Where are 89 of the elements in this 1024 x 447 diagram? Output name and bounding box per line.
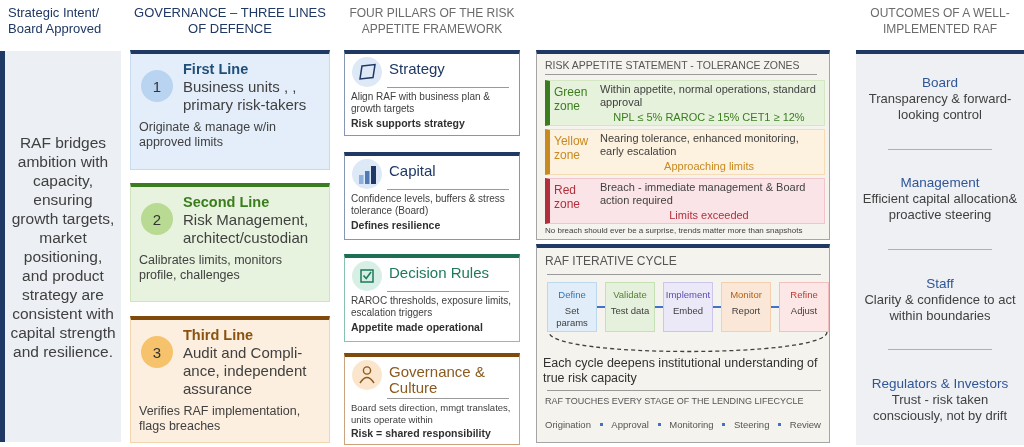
- step-title: Implement: [665, 289, 711, 301]
- zone-box: [545, 129, 825, 175]
- outcome-title: Regulators & Investors: [871, 376, 1009, 393]
- cycle-panel: [536, 244, 830, 443]
- outcome-text: Transparency & forward-looking control: [867, 90, 1013, 123]
- line-card: [130, 316, 330, 443]
- panel-title: RAF ITERATIVE CYCLE: [545, 254, 677, 268]
- card-subtitle: Business units , , primary risk-takers: [183, 78, 308, 114]
- stage-label: Approval: [611, 419, 649, 430]
- zone-name: Yellow zone: [554, 134, 590, 162]
- pillar-card: [344, 353, 520, 445]
- outcome-title: Management: [900, 175, 980, 192]
- footnote-text: No breach should ever be a surprise, trends matter more than snapshots: [545, 226, 803, 236]
- stage-label: Steering: [734, 419, 770, 430]
- step-box: [547, 282, 597, 332]
- statement-text: RAF bridges ambition with capacity, ensuring growth targets, market positioning, and product strategy are consistent with capital strength and resilience.: [10, 132, 116, 361]
- zone-text: Breach - immediate management & Board action required: [600, 181, 807, 206]
- step-text: Set params: [555, 305, 589, 328]
- statement-panel: [0, 51, 121, 442]
- stage-label: Review: [789, 419, 821, 430]
- pillar-tagline: Risk supports strategy: [351, 117, 465, 130]
- outcome-text: Clarity & confidence to act within boundaries: [863, 291, 1017, 324]
- card-title: Second Line: [183, 194, 270, 211]
- line-card: [130, 183, 330, 302]
- step-text: Report: [731, 305, 761, 317]
- column-heading: FOUR PILLARS OF THE RISK APPETITE FRAMEWORK: [348, 5, 516, 37]
- column-heading: Strategic Intent/ Board Approved: [8, 5, 103, 37]
- stage-label: Monitoring: [669, 419, 714, 430]
- line-card: [130, 50, 330, 170]
- connector-line: [770, 306, 780, 308]
- pillar-tagline: Defines resilience: [351, 219, 441, 232]
- number-badge: 2: [141, 203, 173, 235]
- step-text: Test data: [610, 305, 650, 317]
- pillar-tagline: Risk = shared responsibility: [351, 427, 491, 440]
- zone-name: Red zone: [554, 183, 582, 211]
- card-text: Calibrates limits, monitors profile, challenges: [139, 253, 284, 283]
- connector-line: [596, 306, 606, 308]
- step-box: [663, 282, 713, 332]
- pillar-title: Decision Rules: [389, 265, 490, 281]
- column-heading: GOVERNANCE – THREE LINES OF DEFENCE: [133, 5, 327, 37]
- pillar-text: Board sets direction, mmgt translates, units operate within: [351, 402, 512, 425]
- card-subtitle: Audit and Compli-ance, independent assurance: [183, 344, 308, 398]
- step-text: Embed: [672, 305, 704, 317]
- pillar-text: Confidence levels, buffers & stress tolerance (Board): [351, 193, 506, 217]
- pillar-title: Capital: [389, 163, 436, 179]
- connector-line: [654, 306, 664, 308]
- step-box: [605, 282, 655, 332]
- step-box: [779, 282, 829, 332]
- card-title: First Line: [183, 61, 249, 78]
- step-title: Define: [558, 289, 586, 301]
- zone-metric: Limits exceeded: [669, 209, 749, 222]
- pillar-title: Governance & Culture: [389, 364, 486, 396]
- pillar-card: [344, 152, 520, 240]
- pillar-text: RAROC thresholds, exposure limits, escalation triggers: [351, 295, 513, 319]
- step-title: Monitor: [730, 289, 762, 301]
- pillar-card: [344, 50, 520, 136]
- outcome-title: Staff: [926, 275, 954, 292]
- step-box: [721, 282, 771, 332]
- zone-text: Nearing tolerance, enhanced monitoring, early escalation: [600, 132, 800, 157]
- pillar-card: [344, 254, 520, 342]
- zone-box: [545, 178, 825, 224]
- card-text: Originate & manage w/in approved limits: [139, 120, 277, 150]
- card-title: Third Line: [183, 327, 254, 344]
- panel-subtitle: RAF TOUCHES EVERY STAGE OF THE LENDING LIFECYCLE: [545, 396, 804, 407]
- tolerance-panel: [536, 50, 830, 240]
- number-badge: 3: [141, 336, 173, 368]
- pillar-text: Align RAF with business plan & growth targets: [351, 91, 491, 115]
- card-subtitle: Risk Management, architect/custodian: [183, 211, 310, 247]
- step-text: Adjust: [790, 305, 818, 317]
- step-title: Refine: [790, 289, 818, 301]
- number-badge: 1: [141, 70, 173, 102]
- connector-line: [712, 306, 722, 308]
- outcomes-panel: [856, 50, 1024, 445]
- panel-title: RISK APPETITE STATEMENT - TOLERANCE ZONES: [545, 59, 800, 71]
- cycle-note: Each cycle deepens institutional understanding of true risk capacity: [543, 356, 819, 386]
- outcome-text: Trust - risk taken consciously, not by drift: [871, 392, 1009, 425]
- column-heading: OUTCOMES OF A WELL-IMPLEMENTED RAF: [869, 5, 1011, 37]
- pillar-tagline: Appetite made operational: [351, 321, 483, 334]
- pillar-title: Strategy: [389, 61, 445, 77]
- zone-box: [545, 80, 825, 126]
- zone-text: Within appetite, normal operations, standard approval: [600, 83, 817, 108]
- zone-metric: NPL ≤ 5% RAROC ≥ 15% CET1 ≥ 12%: [613, 111, 805, 124]
- zone-metric: Approaching limits: [664, 160, 754, 173]
- outcome-title: Board: [922, 74, 958, 91]
- step-title: Validate: [613, 289, 647, 301]
- stage-label: Origination: [545, 419, 591, 430]
- zone-name: Green zone: [554, 85, 589, 113]
- outcome-text: Efficient capital allocation& proactive steering: [861, 191, 1019, 224]
- card-text: Verifies RAF implementation, flags breaches: [139, 404, 302, 434]
